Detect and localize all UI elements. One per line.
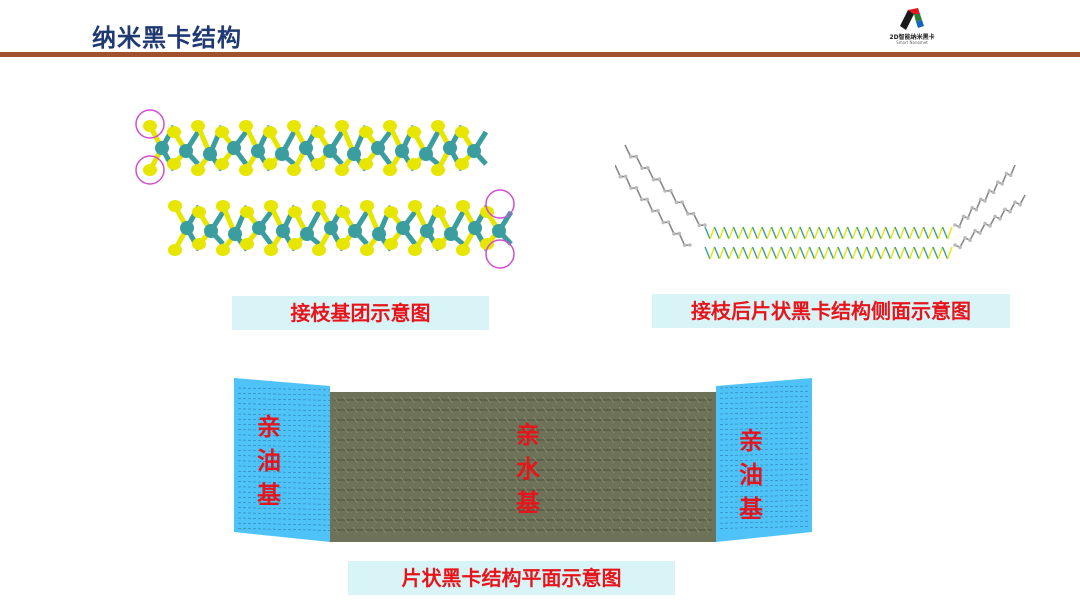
label-hydrophilic: 亲 水 基 bbox=[516, 421, 540, 517]
caption-graft-group: 接枝基团示意图 bbox=[232, 296, 489, 330]
caption-plane-view: 片状黑卡结构平面示意图 bbox=[348, 561, 675, 595]
page-title: 纳米黑卡结构 bbox=[92, 24, 242, 52]
label-right-lipophilic: 亲 油 基 bbox=[739, 427, 763, 523]
label-left-lipophilic: 亲 油 基 bbox=[257, 413, 281, 509]
logo-icon bbox=[900, 8, 924, 30]
graft-group-diagram bbox=[135, 109, 515, 269]
side-view-diagram bbox=[615, 144, 1026, 260]
logo-subtext: Smart Nanomet bbox=[896, 40, 928, 45]
left-lipophilic-panel bbox=[234, 378, 330, 542]
title-rule bbox=[0, 52, 1080, 57]
plane-view-diagram bbox=[234, 378, 812, 542]
hydrophilic-sheet bbox=[330, 392, 716, 542]
right-lipophilic-panel bbox=[716, 378, 812, 542]
caption-side-view: 接枝后片状黑卡结构侧面示意图 bbox=[652, 294, 1010, 328]
logo-text: 2D智能纳米黑卡 bbox=[889, 34, 935, 41]
brand-logo: 2D智能纳米黑卡 Smart Nanomet bbox=[884, 6, 940, 48]
